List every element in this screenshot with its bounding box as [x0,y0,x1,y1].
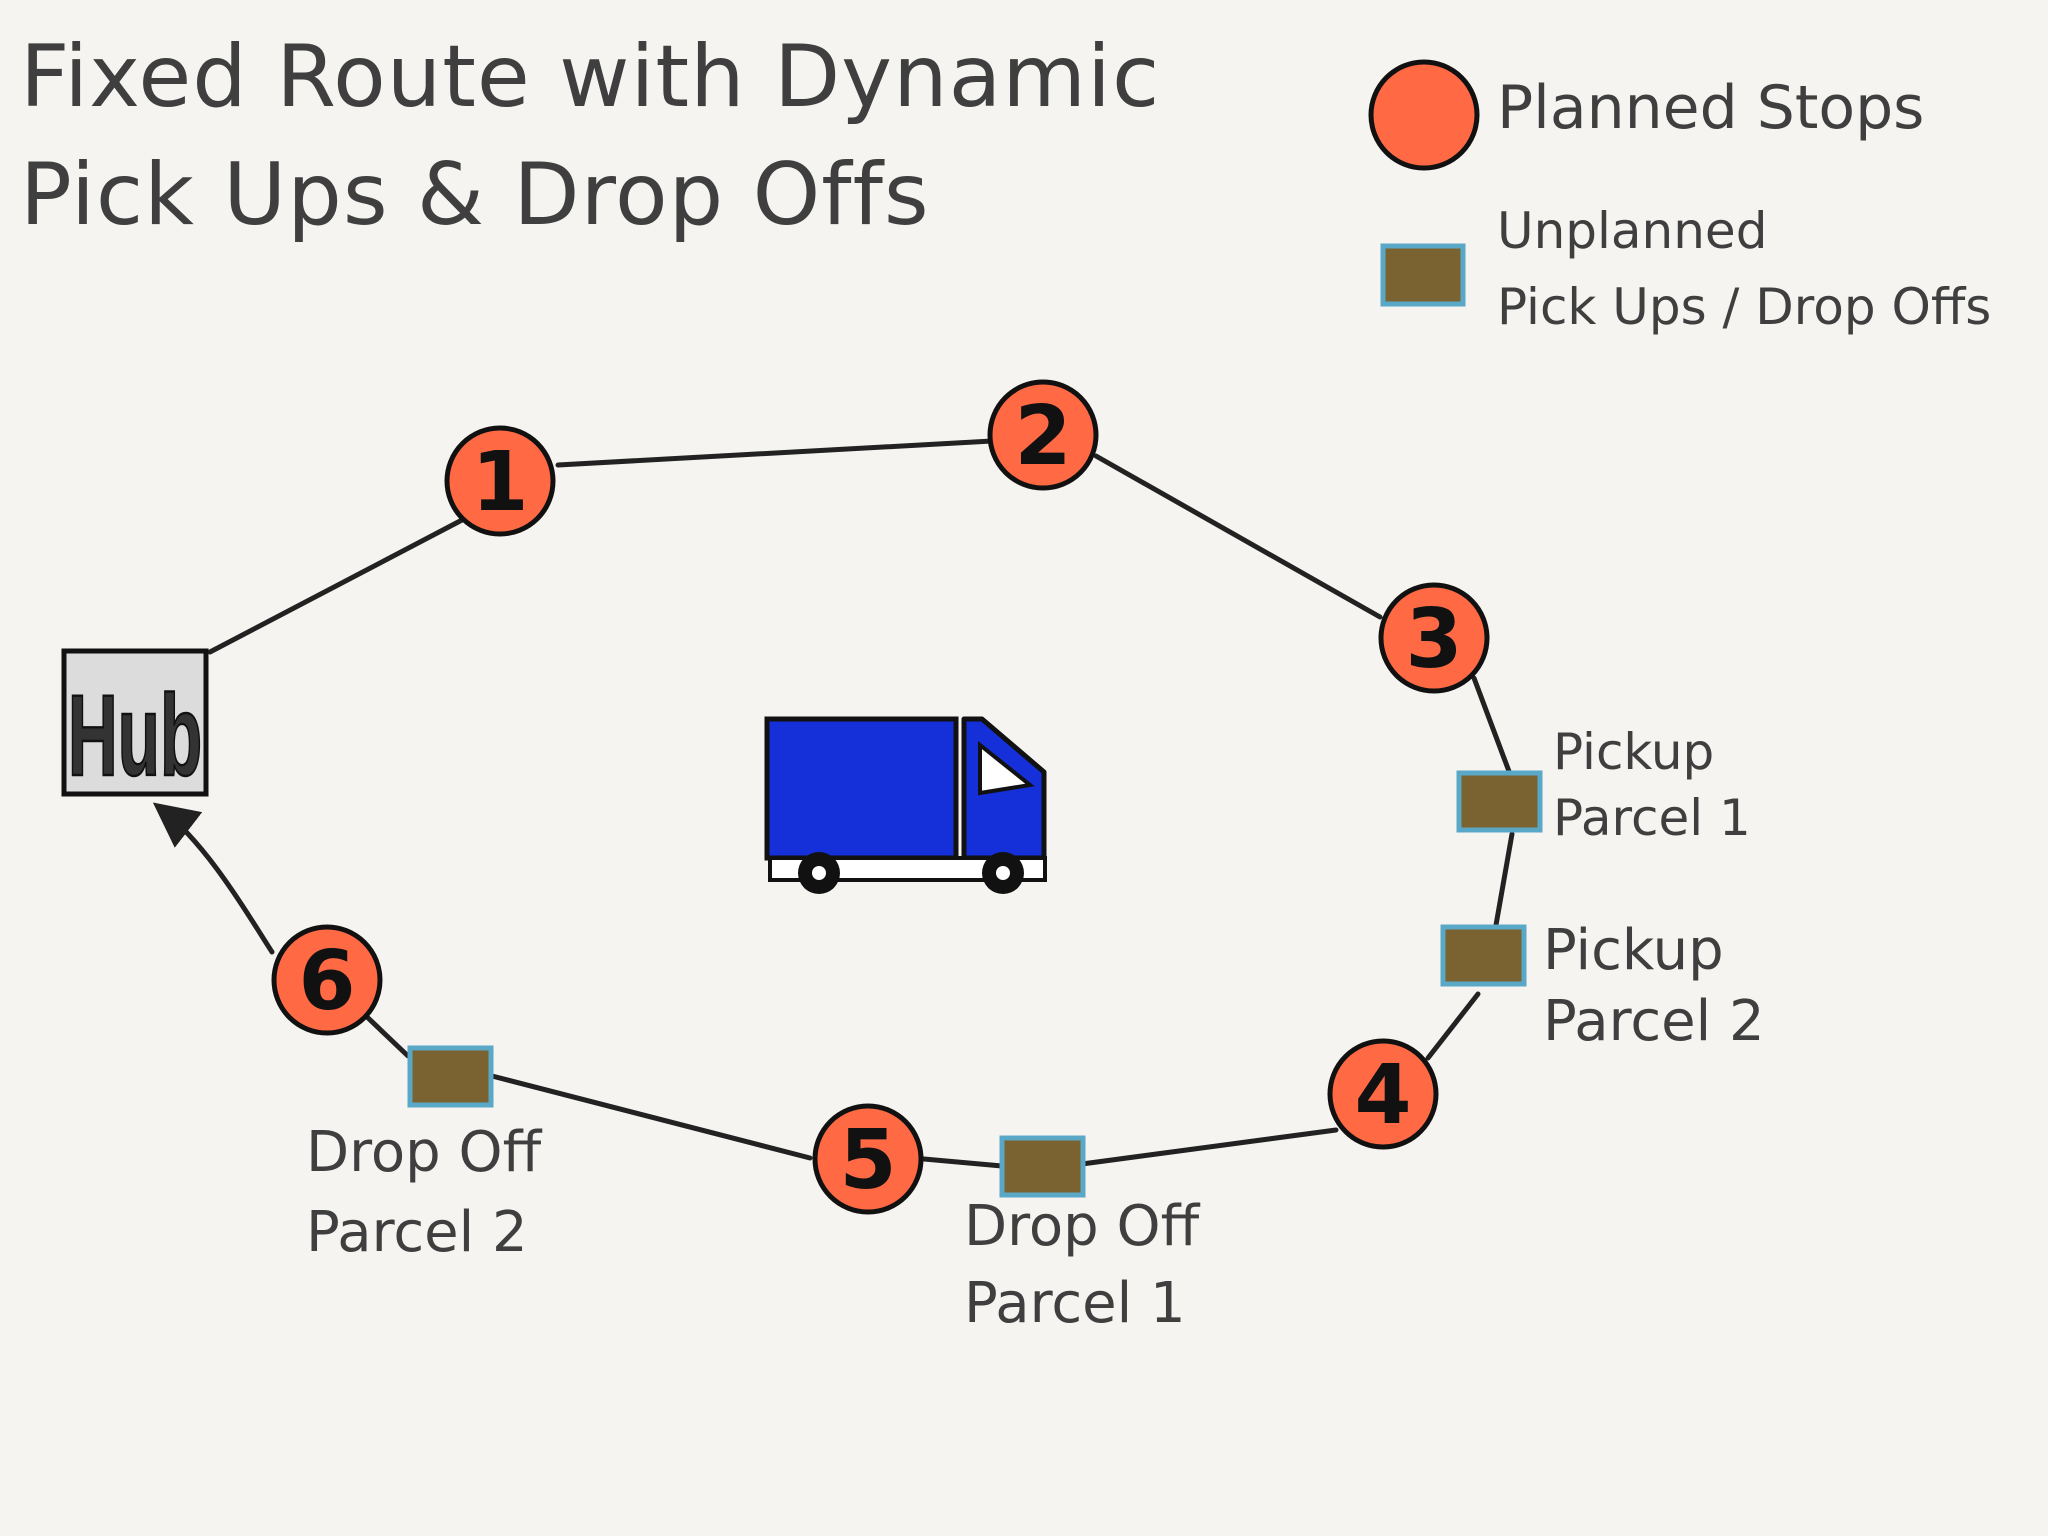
stop-3: 3 [1378,582,1490,694]
route-path [152,438,1516,1169]
pickup-parcel-2-marker [1440,924,1527,987]
route-segment [363,1013,411,1059]
stop-2: 2 [987,379,1099,491]
pickup-parcel-1-label: Pickup Parcel 1 [1553,719,1751,851]
stop-number: 2 [1014,389,1071,484]
legend-unplanned-label: Unplanned Pick Ups / Drop Offs [1497,193,1991,345]
route-segment [1493,831,1515,928]
legend-parcel-square [1380,243,1466,307]
event-label-line-1: Pickup [1543,918,1724,983]
pickup-parcel-2-label: Pickup Parcel 2 [1543,915,1765,1057]
event-label-line-2: Parcel 2 [1543,989,1765,1054]
stop-number: 3 [1405,592,1462,687]
event-label-line-1: Drop Off [964,1194,1200,1259]
route-segment [1093,453,1383,620]
route-segment [921,1156,1005,1169]
stop-circle [812,1103,924,1215]
planned-stops: 1 2 3 4 5 6 [271,379,1490,1215]
event-label-line-2: Parcel 1 [964,1271,1186,1336]
title-line-1: Fixed Route with Dynamic [20,27,1161,127]
stop-circle [444,425,556,537]
stop-number: 4 [1354,1048,1411,1143]
route-segment [1079,1127,1339,1167]
event-label-line-2: Parcel 2 [306,1200,528,1265]
truck-icon [764,716,1047,894]
stop-circle [271,924,383,1036]
event-label-line-1: Pickup [1553,723,1715,781]
legend-stop-circle [1368,59,1480,171]
stop-number: 5 [839,1113,896,1208]
stop-1: 1 [444,425,556,537]
route-segment [1471,675,1516,785]
pickup-parcel-1-marker [1456,770,1543,833]
stop-number: 1 [471,435,528,530]
unplanned-events [407,770,1543,1198]
hub-label: Hub [68,672,202,801]
return-to-hub-arrow [152,802,275,955]
dropoff-parcel-2-marker [407,1045,494,1108]
dropoff-parcel-1-marker [999,1135,1086,1198]
event-label-line-1: Drop Off [306,1120,542,1185]
hub-box: Hub [61,648,209,801]
stop-6: 6 [271,924,383,1036]
stop-4: 4 [1327,1038,1439,1150]
stop-circle [987,379,1099,491]
dropoff-parcel-1-label: Drop Off Parcel 1 [964,1188,1199,1342]
legend-unplanned-line-1: Unplanned [1497,202,1768,260]
truck-window [978,740,1035,796]
title-line-2: Pick Ups & Drop Offs [20,145,930,245]
event-label-line-2: Parcel 1 [1553,789,1751,847]
stop-circle [1327,1038,1439,1150]
stop-5: 5 [812,1103,924,1215]
legend-unplanned-line-2: Pick Ups / Drop Offs [1497,278,1992,336]
route-segment [489,1073,813,1161]
route-segment [555,438,995,468]
route-segment [1425,991,1481,1061]
page-title: Fixed Route with Dynamic Pick Ups & Drop… [20,18,1160,254]
stop-circle [1378,582,1490,694]
stop-number: 6 [298,934,355,1029]
legend-planned-label: Planned Stops [1497,73,1925,143]
route-segment [207,517,465,655]
dropoff-parcel-2-label: Drop Off Parcel 2 [306,1113,541,1273]
